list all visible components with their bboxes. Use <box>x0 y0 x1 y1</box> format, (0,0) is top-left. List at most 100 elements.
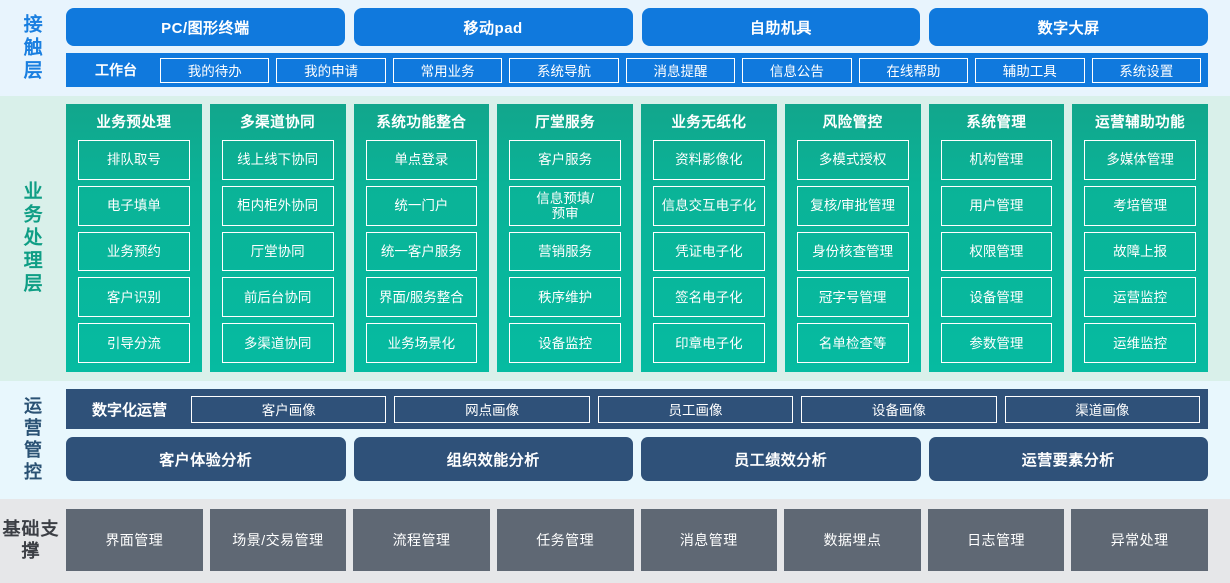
business-item[interactable]: 设备管理 <box>940 277 1053 318</box>
base-log-management[interactable]: 日志管理 <box>927 509 1065 571</box>
analysis-employee-performance[interactable]: 员工绩效分析 <box>641 437 921 481</box>
business-item[interactable]: 用户管理 <box>940 185 1053 226</box>
channel-card-self-service[interactable]: 自助机具 <box>641 8 921 46</box>
business-item[interactable]: 柜内柜外协同 <box>221 185 334 226</box>
workbench-bar: 工作台 我的待办 我的申请 常用业务 系统导航 消息提醒 信息公告 在线帮助 辅… <box>66 53 1208 87</box>
layer-contact-body: PC/图形终端 移动pad 自助机具 数字大屏 工作台 我的待办 我的申请 常用… <box>62 0 1230 96</box>
business-item[interactable]: 秩序维护 <box>509 277 621 318</box>
layer-base-support-label: 基础支撑 <box>0 499 62 583</box>
business-column-system-management: 系统管理 机构管理 用户管理 权限管理 设备管理 参数管理 <box>928 104 1065 372</box>
business-column-risk-control: 风险管控 多模式授权 复核/审批管理 身份核查管理 冠字号管理 名单检查等 <box>784 104 921 372</box>
business-item[interactable]: 信息预填/ 预审 <box>509 185 621 226</box>
base-exception-handling[interactable]: 异常处理 <box>1071 509 1208 571</box>
portrait-customer[interactable]: 客户画像 <box>191 395 387 423</box>
business-item[interactable]: 冠字号管理 <box>796 277 909 318</box>
business-item[interactable]: 凭证电子化 <box>653 231 765 272</box>
business-item[interactable]: 统一客户服务 <box>365 231 478 272</box>
base-task-management[interactable]: 任务管理 <box>496 509 634 571</box>
business-item[interactable]: 运营监控 <box>1084 277 1196 318</box>
workbench-item-message-alert[interactable]: 消息提醒 <box>625 57 736 83</box>
business-column-title: 业务预处理 <box>96 115 172 131</box>
workbench-item-system-settings[interactable]: 系统设置 <box>1091 57 1201 83</box>
business-item[interactable]: 名单检查等 <box>796 323 909 363</box>
portrait-channel[interactable]: 渠道画像 <box>1004 395 1200 423</box>
business-item[interactable]: 线上线下协同 <box>221 140 334 180</box>
layer-contact-label: 接触层 <box>0 0 62 96</box>
business-item[interactable]: 界面/服务整合 <box>365 277 478 318</box>
business-column-title: 厅堂服务 <box>535 115 596 131</box>
business-item[interactable]: 客户识别 <box>78 277 190 318</box>
business-item[interactable]: 设备监控 <box>509 323 621 363</box>
business-item[interactable]: 多渠道协同 <box>221 323 334 363</box>
channel-card-pc[interactable]: PC/图形终端 <box>66 8 345 46</box>
business-item[interactable]: 多媒体管理 <box>1084 140 1196 180</box>
business-item[interactable]: 考培管理 <box>1084 185 1196 226</box>
portrait-employee[interactable]: 员工画像 <box>597 395 794 423</box>
business-item[interactable]: 信息交互电子化 <box>653 185 765 226</box>
business-item[interactable]: 客户服务 <box>509 140 621 180</box>
layer-operations-label: 运营管控 <box>0 381 62 499</box>
business-item[interactable]: 资料影像化 <box>653 140 765 180</box>
digital-operations-bar: 数字化运营 客户画像 网点画像 员工画像 设备画像 渠道画像 <box>66 389 1208 429</box>
layer-operations: 运营管控 数字化运营 客户画像 网点画像 员工画像 设备画像 渠道画像 客户体验… <box>0 381 1230 499</box>
portrait-branch[interactable]: 网点画像 <box>394 395 590 423</box>
business-item[interactable]: 单点登录 <box>365 140 478 180</box>
base-data-tracking[interactable]: 数据埋点 <box>784 509 921 571</box>
business-item[interactable]: 业务预约 <box>78 231 190 272</box>
analysis-customer-experience[interactable]: 客户体验分析 <box>66 437 346 481</box>
business-column-ops-support: 运营辅助功能 多媒体管理 考培管理 故障上报 运营监控 运维监控 <box>1072 104 1208 372</box>
layer-base-support-body: 界面管理 场景/交易管理 流程管理 任务管理 消息管理 数据埋点 日志管理 异常… <box>62 499 1230 583</box>
base-scene-transaction-management[interactable]: 场景/交易管理 <box>209 509 347 571</box>
business-item[interactable]: 营销服务 <box>509 231 621 272</box>
base-ui-management[interactable]: 界面管理 <box>66 509 203 571</box>
channel-card-mobile-pad[interactable]: 移动pad <box>353 8 633 46</box>
business-item[interactable]: 机构管理 <box>940 140 1053 180</box>
business-item[interactable]: 业务场景化 <box>365 323 478 363</box>
workbench-item-system-nav[interactable]: 系统导航 <box>509 57 619 83</box>
business-column-multichannel: 多渠道协同 线上线下协同 柜内柜外协同 厅堂协同 前后台协同 多渠道协同 <box>209 104 346 372</box>
portrait-device[interactable]: 设备画像 <box>801 395 997 423</box>
business-column-title: 系统功能整合 <box>376 115 467 131</box>
workbench-item-online-help[interactable]: 在线帮助 <box>858 57 969 83</box>
layer-base-support: 基础支撑 界面管理 场景/交易管理 流程管理 任务管理 消息管理 数据埋点 日志… <box>0 499 1230 583</box>
digital-operations-title: 数字化运营 <box>92 401 168 419</box>
workbench-item-aux-tools[interactable]: 辅助工具 <box>975 57 1085 83</box>
business-column-system-integration: 系统功能整合 单点登录 统一门户 统一客户服务 界面/服务整合 业务场景化 <box>353 104 490 372</box>
business-item[interactable]: 运维监控 <box>1084 323 1196 363</box>
business-item[interactable]: 参数管理 <box>940 323 1053 363</box>
business-item[interactable]: 身份核查管理 <box>796 231 909 272</box>
analysis-operation-factor[interactable]: 运营要素分析 <box>928 437 1208 481</box>
layer-operations-label-text: 运营管控 <box>21 396 42 484</box>
workbench-item-info-bulletin[interactable]: 信息公告 <box>742 57 852 83</box>
business-item[interactable]: 厅堂协同 <box>221 231 334 272</box>
business-item[interactable]: 前后台协同 <box>221 277 334 318</box>
workbench-item-my-todo[interactable]: 我的待办 <box>160 57 270 83</box>
business-column-title: 风险管控 <box>822 115 883 131</box>
business-item[interactable]: 权限管理 <box>940 231 1053 272</box>
workbench-item-my-application[interactable]: 我的申请 <box>276 57 386 83</box>
business-item[interactable]: 引导分流 <box>78 323 190 363</box>
business-item[interactable]: 复核/审批管理 <box>796 185 909 226</box>
business-item[interactable]: 排队取号 <box>78 140 190 180</box>
business-column-paperless: 业务无纸化 资料影像化 信息交互电子化 凭证电子化 签名电子化 印章电子化 <box>641 104 777 372</box>
business-item[interactable]: 签名电子化 <box>653 277 765 318</box>
business-item[interactable]: 多模式授权 <box>796 140 909 180</box>
channel-card-row: PC/图形终端 移动pad 自助机具 数字大屏 <box>66 8 1208 46</box>
business-item[interactable]: 故障上报 <box>1084 231 1196 272</box>
layer-business-body: 业务预处理 排队取号 电子填单 业务预约 客户识别 引导分流 多渠道协同 线上线… <box>62 96 1230 381</box>
business-column-preprocessing: 业务预处理 排队取号 电子填单 业务预约 客户识别 引导分流 <box>66 104 202 372</box>
business-column-title: 业务无纸化 <box>671 115 747 131</box>
business-columns: 业务预处理 排队取号 电子填单 业务预约 客户识别 引导分流 多渠道协同 线上线… <box>66 104 1208 372</box>
business-item[interactable]: 统一门户 <box>365 185 478 226</box>
layer-operations-body: 数字化运营 客户画像 网点画像 员工画像 设备画像 渠道画像 客户体验分析 组织… <box>62 381 1230 499</box>
base-message-management[interactable]: 消息管理 <box>640 509 778 571</box>
workbench-item-common-business[interactable]: 常用业务 <box>392 57 503 83</box>
layer-contact: 接触层 PC/图形终端 移动pad 自助机具 数字大屏 工作台 我的待办 我的申… <box>0 0 1230 96</box>
business-item[interactable]: 印章电子化 <box>653 323 765 363</box>
business-item[interactable]: 电子填单 <box>78 185 190 226</box>
base-process-management[interactable]: 流程管理 <box>353 509 490 571</box>
analysis-org-efficiency[interactable]: 组织效能分析 <box>353 437 633 481</box>
workbench-title: 工作台 <box>95 62 137 78</box>
channel-card-digital-screen[interactable]: 数字大屏 <box>929 8 1208 46</box>
